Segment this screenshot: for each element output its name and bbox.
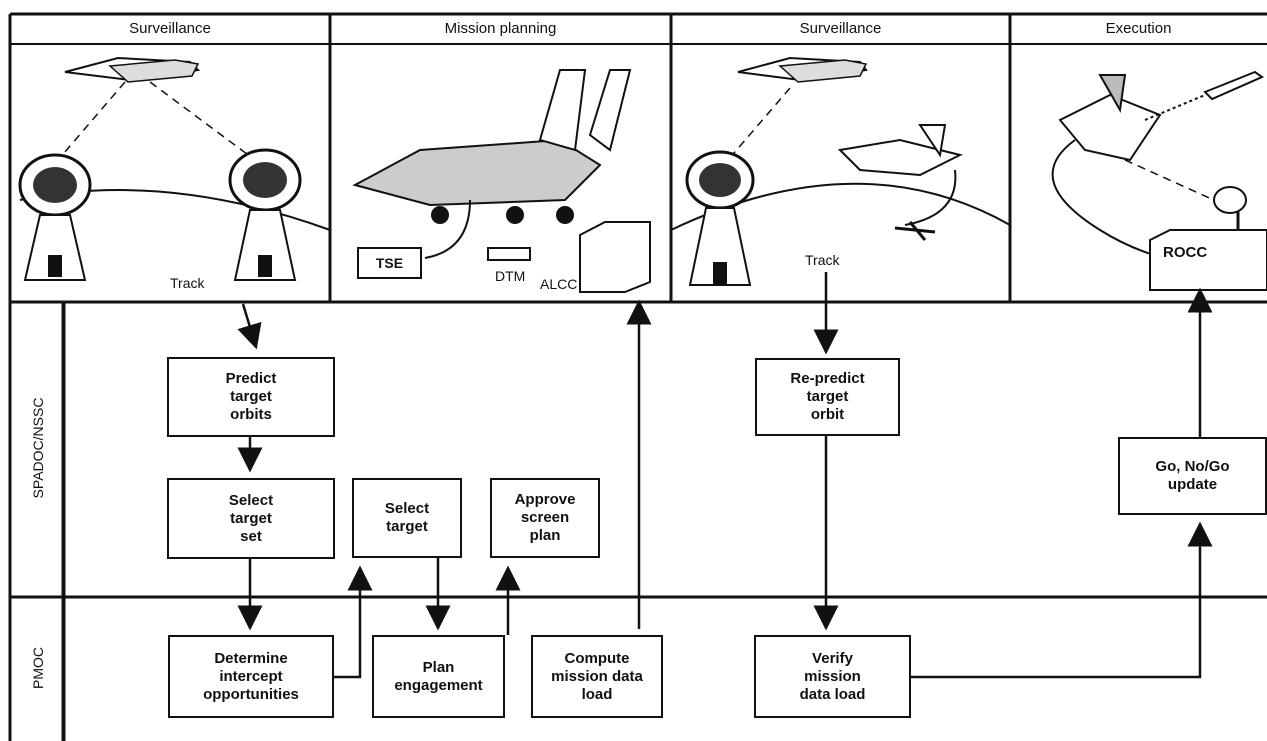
header-mission-planning: Mission planning <box>444 19 557 37</box>
verify-mission-data-load-box: Verify mission data load <box>754 635 911 718</box>
aircraft-icon <box>837 124 963 177</box>
tse-device: TSE <box>357 247 422 279</box>
lane-label-spadoc: SPADOC/NSSC <box>30 397 46 499</box>
track-label-2: Track <box>805 252 840 268</box>
header-surveillance-2: Surveillance <box>799 19 882 37</box>
satellite-icon <box>737 56 868 83</box>
aircraft-icon <box>1058 74 1162 162</box>
predict-target-orbits-box: Predict target orbits <box>167 357 335 437</box>
compute-mission-data-load-box: Compute mission data load <box>531 635 663 718</box>
dtm-label: DTM <box>495 268 526 284</box>
alcc-label: ALCC <box>540 276 578 292</box>
track-label-1: Track <box>170 275 205 291</box>
select-target-box: Select target <box>352 478 462 558</box>
header-surveillance-1: Surveillance <box>129 19 211 37</box>
re-predict-target-orbit-box: Re-predict target orbit <box>755 358 900 436</box>
approve-screen-plan-box: Approve screen plan <box>490 478 600 558</box>
rocc-label: ROCC <box>1163 244 1208 261</box>
satellite-icon <box>64 56 201 83</box>
radar-dish-icon <box>685 150 755 286</box>
header-execution: Execution <box>1105 19 1172 37</box>
lane-label-pmoc: PMOC <box>30 647 46 689</box>
go-nogo-update-box: Go, No/Go update <box>1118 437 1267 515</box>
radar-dish-icon <box>228 148 302 281</box>
radar-dish-icon <box>1213 186 1247 235</box>
plan-engagement-box: Plan engagement <box>372 635 505 718</box>
select-target-set-box: Select target set <box>167 478 335 559</box>
determine-intercept-box: Determine intercept opportunities <box>168 635 334 718</box>
missile-icon <box>1203 70 1265 101</box>
aircraft-icon <box>352 69 632 224</box>
radar-dish-icon <box>18 153 92 281</box>
